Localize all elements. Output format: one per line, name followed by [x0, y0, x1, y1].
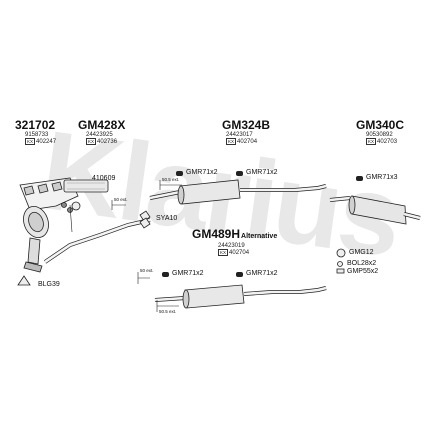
part-number: GM428X — [78, 118, 126, 132]
kx-prefix: KX — [218, 249, 229, 256]
oe-number: 24423019 — [218, 243, 245, 249]
oe-number: 24423017 — [226, 132, 253, 138]
label-bol28x2[interactable]: BOL28x2 — [347, 260, 377, 267]
oe-number: 24423925 — [86, 132, 113, 138]
front-pipe-drawing — [43, 179, 151, 264]
kx-prefix: KX — [25, 138, 36, 145]
label-gmr-top-right[interactable]: GMR71x2 — [246, 169, 278, 176]
part-number: GM324B — [222, 118, 271, 132]
kx-number: 402247 — [36, 139, 57, 146]
label-gmr-lower-left[interactable]: GMR71x2 — [172, 270, 204, 277]
label-gmg12[interactable]: GMG12 — [349, 249, 374, 256]
kx-number: 402736 — [97, 139, 118, 146]
dim-left: 50 ext. — [114, 197, 128, 202]
part-number: 321702 — [15, 118, 56, 132]
label-gmr-top-left[interactable]: GMR71x2 — [186, 169, 218, 176]
kx-number: 402704 — [229, 250, 250, 257]
label-gmr-lower-right[interactable]: GMR71x2 — [246, 270, 278, 277]
label-gmp55x2[interactable]: GMP55x2 — [347, 268, 379, 275]
dim-lower-mid: 50.5 ext. — [159, 309, 177, 314]
mount-icons — [162, 171, 363, 277]
manifold-catalyst-drawing — [19, 177, 79, 273]
label-410609[interactable]: 410609 — [92, 175, 116, 182]
oe-number: 9158733 — [25, 132, 49, 138]
alternative-silencer-drawing — [154, 284, 327, 309]
dim-top-mid: 50.5 ext. — [162, 177, 180, 182]
centre-silencer-drawing — [149, 179, 327, 205]
kx-prefix: KX — [86, 138, 97, 145]
part-number: GM489H — [192, 227, 241, 241]
dim-lower-left: 50 ext. — [140, 268, 154, 273]
kx-prefix: KX — [226, 138, 237, 145]
kx-prefix: KX — [366, 138, 377, 145]
oe-number: 90530892 — [366, 132, 393, 138]
label-sya10[interactable]: SYA10 — [156, 215, 178, 222]
dimension-marks — [111, 180, 182, 312]
kx-number: 402704 — [237, 139, 258, 146]
part-number: GM340C — [356, 118, 405, 132]
label-gmr-rear[interactable]: GMR71x3 — [366, 174, 398, 181]
label-blg39[interactable]: BLG39 — [38, 281, 60, 288]
kx-number: 402703 — [377, 139, 398, 146]
rear-silencer-drawing — [329, 195, 421, 225]
hardware-icons — [17, 201, 346, 286]
alternative-label: Alternative — [241, 233, 278, 240]
